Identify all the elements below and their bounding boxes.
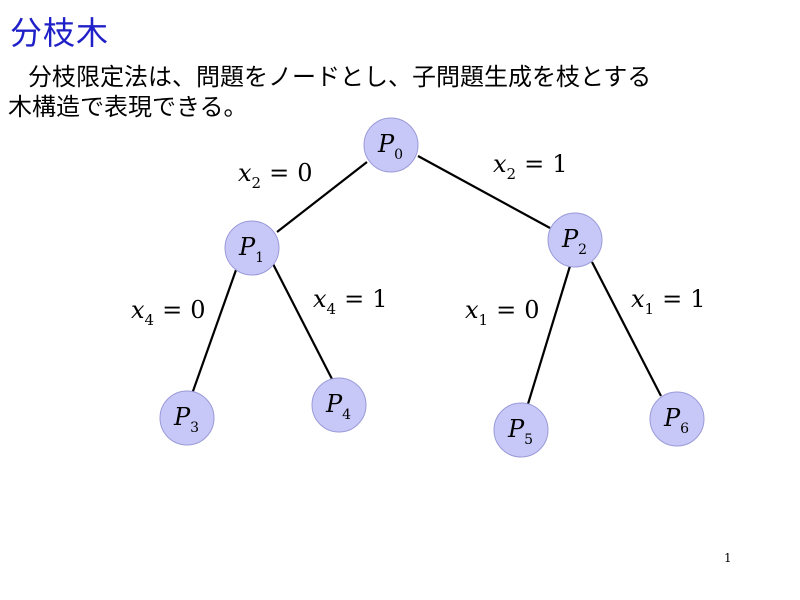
svg-text:x2=1: x2 = 1 (493, 150, 567, 183)
edge-label-equals: = (162, 296, 182, 324)
tree-node-subscript: 2 (578, 242, 587, 258)
tree-edge-p0-p2 (417, 155, 551, 229)
edge-label-p2-p5: x1 = 0 (465, 296, 539, 329)
svg-text:P2: P2 (561, 225, 587, 258)
edge-label-subscript: 2 (252, 174, 262, 192)
tree-node-letter: P (663, 404, 681, 432)
tree-edge-p2-p5 (526, 265, 572, 405)
tree-edge-p0-p1 (276, 161, 368, 233)
tree-node-circle (649, 391, 705, 447)
svg-text:x1=0: x1 = 0 (465, 296, 539, 329)
tree-node-p5: P5 (493, 402, 549, 458)
tree-node-p2: P2 (547, 212, 603, 268)
tree-node-circle (547, 212, 603, 268)
edge-label-subscript: 1 (645, 300, 655, 318)
edge-label-value: 0 (524, 296, 539, 324)
tree-node-circle (493, 402, 549, 458)
svg-text:P3: P3 (173, 403, 199, 436)
edge-label-value: 0 (297, 159, 312, 187)
edge-label-equals: = (269, 159, 289, 187)
tree-node-subscript: 1 (255, 250, 264, 266)
slide-body-text: 分枝限定法は、問題をノードとし、子問題生成を枝とする 木構造で表現できる。 (8, 62, 708, 122)
tree-node-subscript: 5 (524, 432, 533, 448)
tree-node-subscript: 6 (680, 421, 689, 437)
tree-node-p1: P1 (224, 220, 280, 276)
tree-node-subscript: 0 (394, 147, 403, 163)
edge-label-p0-p2: x2 = 1 (493, 150, 567, 183)
edge-label-value: 1 (552, 150, 567, 178)
svg-text:x2=0: x2 = 0 (238, 159, 312, 192)
edge-label-equals: = (496, 296, 516, 324)
edge-label-p1-p4: x4 = 1 (313, 285, 387, 318)
edge-label-variable: x (238, 159, 252, 187)
svg-text:P5: P5 (507, 415, 533, 448)
edge-label-subscript: 2 (507, 165, 517, 183)
tree-edges (190, 155, 662, 405)
svg-text:P6: P6 (663, 404, 689, 437)
tree-node-letter: P (507, 415, 525, 443)
edge-label-variable: x (313, 285, 327, 313)
edge-label-equals: = (662, 285, 682, 313)
svg-text:x1=1: x1=1 (631, 285, 705, 318)
tree-edge-p2-p6 (591, 261, 662, 397)
tree-edge-p1-p4 (271, 261, 334, 382)
svg-text:x4=0: x4 = 0 (131, 296, 205, 329)
svg-text:x4=1: x4 = 1 (313, 285, 387, 318)
svg-text:P0: P0 (377, 130, 403, 163)
svg-text:P1: P1 (238, 233, 264, 266)
tree-node-p0: P0 (363, 117, 419, 173)
edge-label-variable: x (493, 150, 507, 178)
slide-title: 分枝木 (10, 14, 110, 52)
edge-label-value: 0 (190, 296, 205, 324)
edge-label-p2-p6: x1=1 (631, 285, 705, 318)
edge-label-variable: x (131, 296, 145, 324)
edge-label-variable: x (631, 285, 645, 313)
tree-node-letter: P (173, 403, 191, 431)
edge-label-variable: x (465, 296, 479, 324)
tree-node-letter: P (238, 233, 256, 261)
edge-label-subscript: 1 (479, 311, 489, 329)
edge-label-value: 1 (372, 285, 387, 313)
edge-label-p0-p1: x2 = 0 (238, 159, 312, 192)
tree-node-p6: P6 (649, 391, 705, 447)
tree-node-circle (159, 390, 215, 446)
tree-node-subscript: 3 (190, 420, 199, 436)
edge-label-subscript: 4 (145, 311, 155, 329)
edge-label-equals: = (344, 285, 364, 313)
page-number: 1 (724, 551, 732, 565)
tree-node-letter: P (561, 225, 579, 253)
body-text-line-1: 分枝限定法は、問題をノードとし、子問題生成を枝とする (28, 63, 652, 91)
edge-label-p1-p3: x4 = 0 (131, 296, 205, 329)
tree-node-letter: P (325, 390, 343, 418)
tree-node-circle (311, 377, 367, 433)
tree-node-circle (224, 220, 280, 276)
body-text-line-2: 木構造で表現できる。 (8, 93, 248, 121)
edge-label-subscript: 4 (327, 300, 337, 318)
tree-node-subscript: 4 (342, 407, 351, 423)
tree-node-p4: P4 (311, 377, 367, 433)
tree-node-letter: P (377, 130, 395, 158)
tree-edge-p1-p3 (190, 269, 238, 395)
tree-node-circle (363, 117, 419, 173)
edge-label-value: 1 (690, 285, 705, 313)
edge-label-equals: = (524, 150, 544, 178)
svg-text:P4: P4 (325, 390, 351, 423)
tree-node-p3: P3 (159, 390, 215, 446)
